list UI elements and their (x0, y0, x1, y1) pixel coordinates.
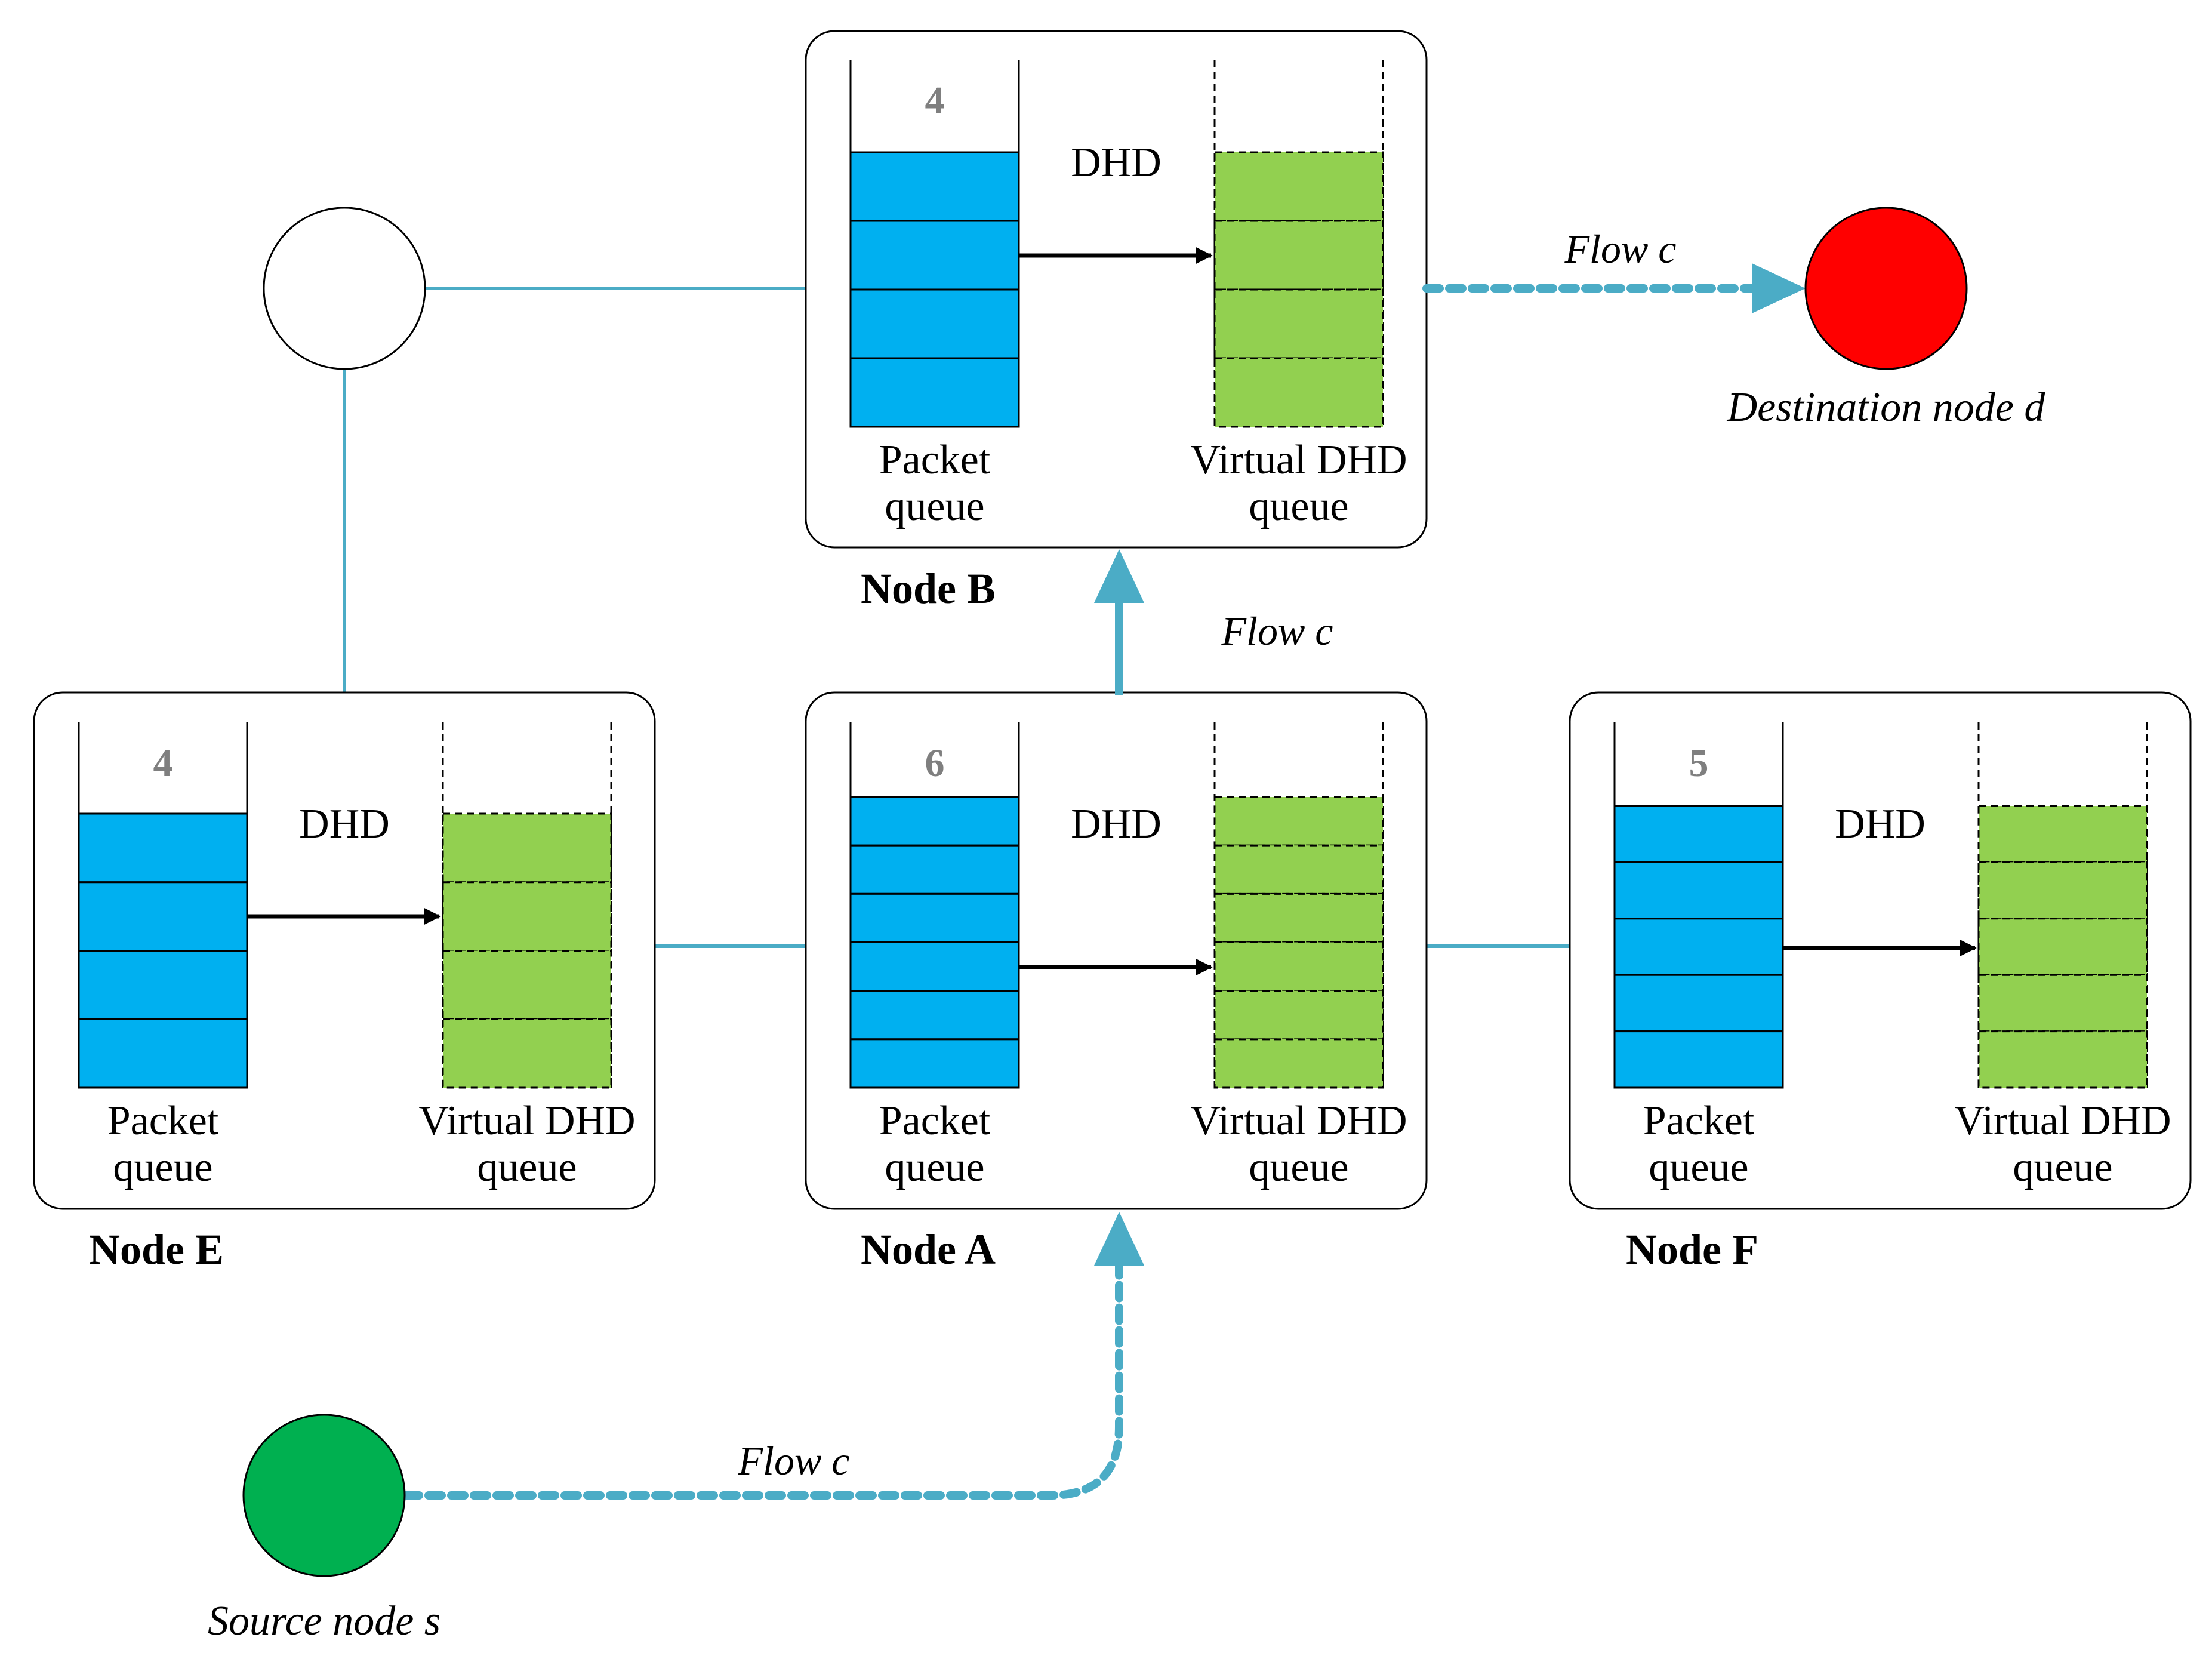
packet-count: 5 (1689, 741, 1709, 785)
node-label: Node F (1626, 1226, 1758, 1273)
packet-slot (1613, 805, 1784, 863)
source-node-label: Source node s (208, 1598, 440, 1644)
virtual-slot (1213, 990, 1384, 1041)
packet-slot (849, 1038, 1020, 1089)
packet-slot (78, 812, 248, 884)
virtual-slot (1213, 941, 1384, 992)
flow-arrow-source-to-node-a (402, 1258, 1123, 1500)
virtual-dhd-queue (1977, 722, 2148, 1089)
dhd-label: DHD (1835, 801, 1926, 847)
flow-arrows (402, 263, 1806, 1500)
virtual-slot (1213, 151, 1384, 222)
packet-slot (849, 288, 1020, 359)
virtual-slot (442, 812, 612, 884)
packet-slot (1613, 1030, 1784, 1089)
packet-queue: 4 (849, 60, 1020, 428)
packet-queue: 4 (78, 722, 248, 1089)
flow-arrowhead-node-b-to-destination (1752, 263, 1806, 313)
flow-label-source-to-node-a: Flow c (738, 1438, 850, 1483)
virtual-slot (1977, 974, 2148, 1033)
source-node (242, 1414, 406, 1577)
flow-label-node-a-to-node-b: Flow c (1221, 608, 1333, 654)
dhd-label: DHD (1071, 140, 1162, 186)
virtual-slot (442, 881, 612, 952)
node-label: Node A (861, 1226, 996, 1273)
virtual-slot (1213, 357, 1384, 428)
virtual-slot (1213, 288, 1384, 359)
packet-slot (849, 892, 1020, 944)
virtual-slot (1213, 844, 1384, 895)
virtual-slot (442, 1018, 612, 1089)
idle-relay-node (263, 207, 426, 370)
virtual-slot (1977, 861, 2148, 920)
packet-slot (1613, 861, 1784, 920)
packet-slot (78, 1018, 248, 1089)
virtual-slot (1977, 805, 2148, 863)
virtual-slot (1977, 1030, 2148, 1089)
packet-slot (849, 990, 1020, 1041)
packet-slot (849, 941, 1020, 992)
virtual-dhd-queue (1213, 722, 1384, 1089)
dhd-label: DHD (1071, 801, 1162, 847)
packet-slot (1613, 918, 1784, 976)
packet-count: 4 (925, 79, 945, 122)
packet-slot (78, 881, 248, 952)
virtual-slot (1213, 1038, 1384, 1089)
dhd-label: DHD (299, 801, 390, 847)
packet-slot (1613, 974, 1784, 1033)
virtual-slot (1213, 892, 1384, 944)
node-label: Node B (861, 565, 996, 612)
packet-slot (849, 796, 1020, 847)
packet-queue: 6 (849, 722, 1020, 1089)
packet-queue: 5 (1613, 722, 1784, 1089)
packet-slot (849, 220, 1020, 291)
flow-arrowhead-source-to-node-a (1094, 1212, 1144, 1266)
flow-arrowhead-node-a-to-node-b (1094, 549, 1144, 603)
virtual-slot (442, 950, 612, 1020)
virtual-dhd-queue (442, 722, 612, 1089)
flow-label-node-b-to-destination: Flow c (1564, 226, 1677, 272)
node-label: Node E (89, 1226, 224, 1273)
virtual-slot (1213, 220, 1384, 291)
destination-node (1804, 207, 1968, 370)
packet-slot (78, 950, 248, 1020)
packet-slot (849, 357, 1020, 428)
network-links (343, 287, 1570, 948)
virtual-slot (1213, 796, 1384, 847)
virtual-slot (1977, 918, 2148, 976)
packet-count: 6 (925, 741, 945, 785)
packet-slot (849, 151, 1020, 222)
packet-count: 4 (153, 741, 173, 785)
destination-node-label: Destination node d (1727, 384, 2046, 430)
packet-slot (849, 844, 1020, 895)
virtual-dhd-queue (1213, 60, 1384, 428)
